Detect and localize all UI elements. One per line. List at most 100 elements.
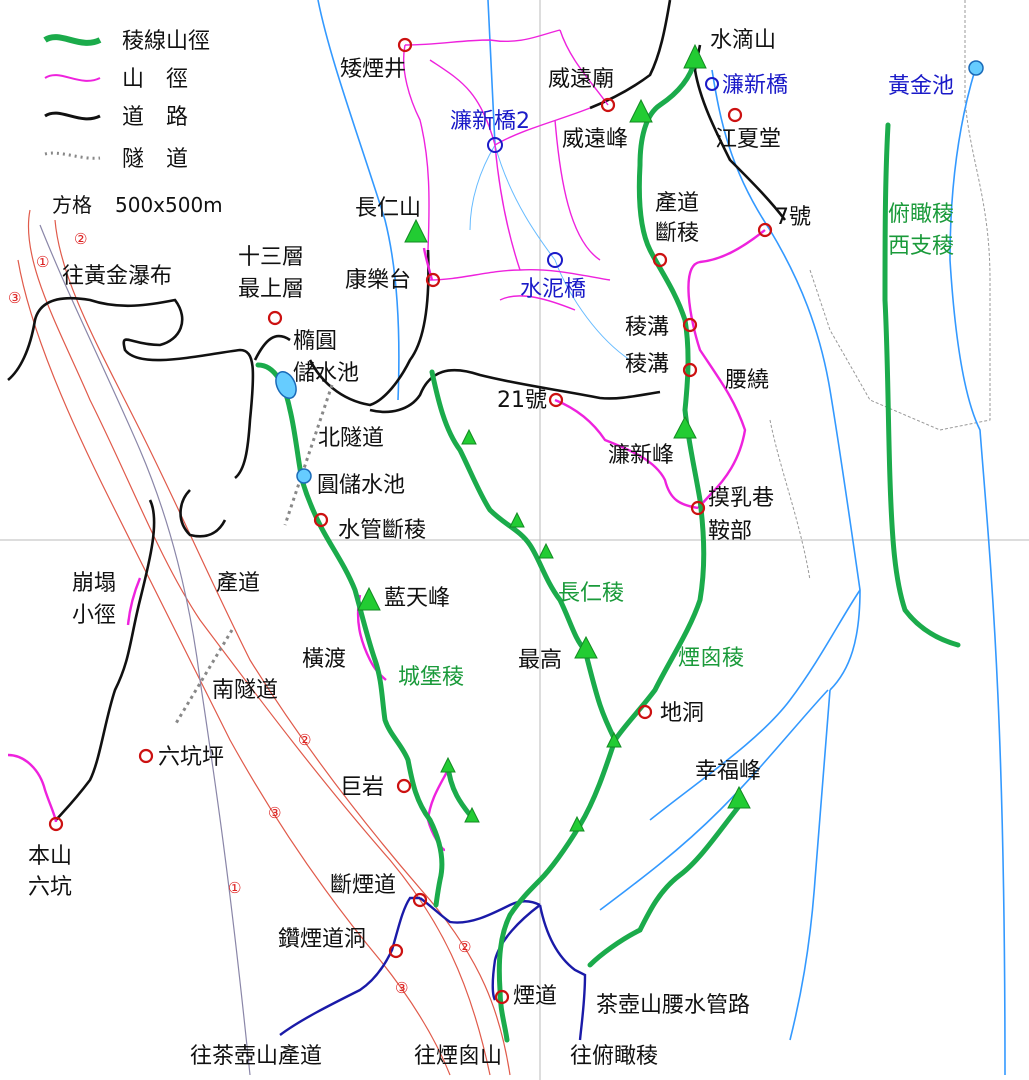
place-labels: 水滴山 威遠廟 濂新橋 黃金池 矮煙井 濂新橋2 威遠峰 江夏堂 產道 斷稜 7…: [28, 28, 954, 1069]
label-aiyanjing: 矮煙井: [340, 57, 406, 82]
contour-num-3a: ③: [8, 289, 21, 307]
label-fukanling-1: 俯瞰稜: [888, 202, 954, 227]
label-benshan-2: 六坑: [28, 875, 72, 900]
label-lianxinqiao: 濂新橋: [722, 73, 788, 98]
label-to-chahushan-chandao: 往茶壺山產道: [190, 1044, 322, 1069]
label-yaorao: 腰繞: [725, 368, 769, 393]
label-moruxiang-2: 鞍部: [708, 519, 752, 544]
rivers: [317, 0, 1006, 1076]
marker-liukengping: [138, 748, 154, 764]
label-lianxinfeng: 濂新峰: [608, 443, 674, 468]
marker-juyan: [396, 778, 412, 794]
mountain-trails: [403, 29, 611, 311]
marker-linggou1: [682, 317, 698, 333]
contour-num-3b: ③: [268, 804, 281, 822]
marker-yuanchushuichi: [296, 468, 312, 484]
legend: 稜線山徑 山 徑 道 路 隧 道 方格 500x500m: [43, 29, 223, 217]
peak-triangle-lantianfeng: [357, 586, 381, 611]
peak-markers: [357, 43, 751, 832]
legend-tunnel-swatch: [44, 151, 101, 160]
marker-tuoyuan-reservoir: [275, 371, 297, 399]
label-changrenling: 長仁稜: [558, 581, 624, 606]
label-tuoyuan-2: 儲水池: [293, 361, 359, 386]
label-weiyuanfeng: 威遠峰: [562, 127, 628, 152]
label-chandao-duanling-2: 斷稜: [655, 221, 699, 246]
legend-ridge-label: 稜線山徑: [122, 29, 210, 54]
main-trails: [7, 229, 766, 852]
contour-lines: [17, 209, 511, 1076]
peak-small-2: [509, 511, 525, 528]
peak-triangle-zuigao: [574, 635, 598, 659]
gray-boundary: [769, 0, 991, 581]
waypoint-markers: [48, 37, 773, 1005]
peak-small-7: [464, 806, 480, 823]
pipe-road: [279, 896, 587, 1041]
peak-triangle-lianxinfeng: [673, 415, 697, 439]
peak-triangle-changrenshan: [404, 218, 428, 243]
label-yandao: 煙道: [513, 984, 557, 1009]
label-nansuidao: 南隧道: [212, 678, 278, 703]
legend-grid-label: 方格: [52, 193, 92, 217]
label-changrenshan: 長仁山: [355, 196, 421, 221]
label-liukengping: 六坑坪: [158, 745, 224, 770]
label-zuanyandaodong: 鑽煙道洞: [278, 927, 366, 952]
label-chandao-duanling-1: 產道: [655, 191, 699, 216]
legend-road-swatch: [44, 111, 101, 121]
marker-chandao-duanling: [652, 252, 668, 268]
label-moruxiang-1: 摸乳巷: [708, 486, 774, 511]
marker-huangjinchi: [968, 60, 984, 76]
marker-aiyanjing: [397, 37, 413, 53]
label-hengdu: 橫渡: [302, 647, 346, 672]
label-beisuidao: 北隧道: [318, 426, 384, 451]
marker-7: [757, 222, 773, 238]
gray-lines: [39, 224, 251, 1076]
marker-zuanyandaodong: [388, 943, 404, 959]
contour-num-1b: ①: [228, 879, 241, 897]
contour-num-2c: ②: [458, 938, 471, 956]
marker-21: [548, 392, 564, 408]
marker-shuiguan: [313, 512, 329, 528]
legend-trail-swatch: [44, 74, 101, 82]
peak-triangle-xingfufeng: [727, 785, 751, 809]
label-bengta-1: 崩塌: [72, 571, 116, 596]
marker-lianxinqiao: [705, 77, 719, 91]
legend-tunnel-label: 隧 道: [122, 147, 188, 172]
label-shuidishan: 水滴山: [710, 28, 776, 53]
label-jiangxiatang: 江夏堂: [715, 127, 781, 152]
label-shuiguan-duanling: 水管斷稜: [338, 518, 426, 543]
contour-num-2a: ②: [74, 230, 87, 248]
label-fukanling-2: 西支稜: [888, 234, 954, 259]
legend-road-label: 道 路: [122, 105, 188, 130]
label-yancongling: 煙囪稜: [678, 646, 744, 671]
peak-small-3: [538, 542, 554, 559]
label-linggou-2: 稜溝: [625, 352, 669, 377]
label-duanyandao: 斷煙道: [330, 873, 396, 898]
marker-didong: [637, 704, 653, 720]
label-shisanceng-2: 最上層: [238, 277, 304, 302]
label-7: 7號: [775, 205, 811, 230]
label-to-fukanling: 往俯瞰稜: [570, 1044, 658, 1069]
label-chahushan-pipe: 茶壺山腰水管路: [596, 993, 750, 1018]
label-didong: 地洞: [660, 701, 704, 726]
tunnels: [173, 384, 334, 726]
label-shisanceng-1: 十三層: [238, 245, 304, 270]
label-bengta-2: 小徑: [72, 603, 116, 628]
water-markers: [275, 60, 984, 484]
label-to-huangjin-waterfall: 往黃金瀑布: [62, 264, 172, 289]
roads: [7, 0, 787, 821]
marker-moruxiang: [690, 500, 706, 516]
bridge-markers: [487, 77, 719, 268]
marker-duanyandao: [412, 892, 428, 908]
marker-shuiniqiao: [547, 252, 563, 268]
legend-grid-size: 500x500m: [115, 193, 223, 217]
rivers-thin: [469, 144, 631, 361]
label-xingfufeng: 幸福峰: [695, 759, 761, 784]
peak-small-4: [606, 731, 622, 748]
marker-linggou2: [682, 362, 698, 378]
label-to-yancongshan: 往煙囪山: [414, 1044, 502, 1069]
marker-lianxinqiao2: [487, 137, 503, 153]
legend-trail-label: 山 徑: [122, 67, 188, 92]
label-linggou-1: 稜溝: [625, 315, 669, 340]
label-lantianfeng: 藍天峰: [384, 586, 450, 611]
